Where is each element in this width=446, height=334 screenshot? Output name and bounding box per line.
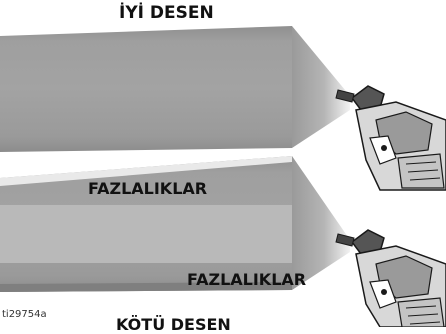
figure-id: ti29754a (2, 309, 47, 320)
bad-spray-pattern (0, 156, 350, 292)
spray-pattern-diagram (0, 26, 446, 327)
excess-top-label: FAZLALIKLAR (88, 179, 208, 198)
good-pattern-label: İYİ DESEN (119, 3, 214, 23)
spray-gun-icon (335, 229, 446, 327)
bad-pattern-label: KÖTÜ DESEN (116, 315, 231, 334)
good-spray-pattern (0, 26, 350, 152)
spray-gun-icon (335, 85, 446, 191)
excess-bottom-label: FAZLALIKLAR (187, 270, 307, 289)
